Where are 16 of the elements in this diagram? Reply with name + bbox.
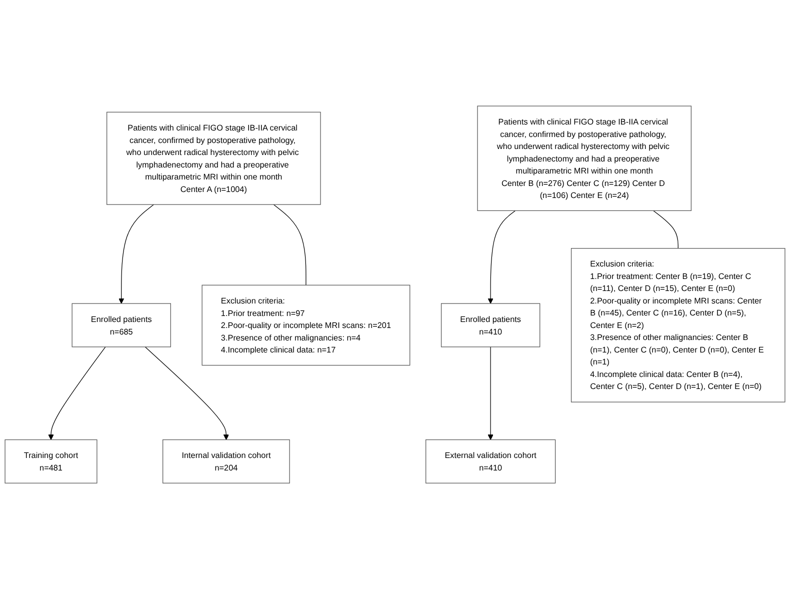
node-box: Training cohort n=481 — [4, 440, 98, 484]
arrow — [48, 347, 106, 440]
arrow — [488, 347, 494, 440]
node-box: Internal validation cohort n=204 — [162, 440, 290, 484]
node-box: Exclusion criteria: 1.Prior treatment: n=97 2.Poor-quality or incomplete MRI scans: n=201 3.Presence of other malignancies: n=4 4.Incomplete clinical data: n=17 — [202, 285, 410, 366]
node-box: Exclusion criteria: 1.Prior treatment: Center B (n=19), Center C (n=11), Center D (n=15), Center E (n=0) 2.Poor-quality or incomplete MRI scans: Center B (n=45), Center C (n=16), Center D (n=5), Center E (n=2) 3.Presence of other malignancies: Center B (n=1), Center C (n=0), Center D (n=0), Center E (n=1) 4.Incomplete clinical data: Center B (n=4), Center C (n=5), Center D (n=1), Center E (n=0) — [570, 248, 786, 403]
node-box: Enrolled patients n=410 — [440, 304, 540, 348]
connector — [273, 204, 306, 286]
arrow — [144, 347, 229, 440]
node-box: External validation cohort n=410 — [426, 440, 556, 484]
arrow — [488, 210, 516, 304]
node-box: Enrolled patients n=685 — [72, 304, 171, 348]
connector — [652, 210, 678, 250]
arrow — [118, 204, 154, 304]
node-box: Patients with clinical FIGO stage IB-IIA cervical cancer, confirmed by postoperative pathology, who underwent radical hysterectomy with pelvic lymphadenectomy and had a preoperative multiparametric MRI within one month Center A (n=1004) — [106, 112, 321, 206]
node-box: Patients with clinical FIGO stage IB-IIA cervical cancer, confirmed by postoperative pathology, who underwent radical hysterectomy with pelvic lymphadenectomy and had a preoperative multiparametric MRI within one month Center B (n=276) Center C (n=129) Center D (n=106) Center E (n=24) — [477, 106, 692, 212]
